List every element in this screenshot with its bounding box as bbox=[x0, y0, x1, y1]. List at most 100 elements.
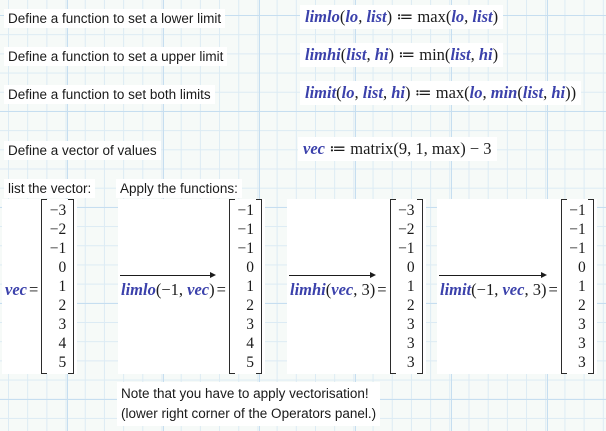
math-variable: vec bbox=[303, 139, 325, 158]
math-variable: list bbox=[366, 7, 387, 26]
text-region-note[interactable]: Note that you have to apply vectorisatio… bbox=[117, 382, 381, 426]
text-region-list-vector[interactable]: list the vector: bbox=[4, 179, 96, 198]
math-text: , bbox=[470, 45, 479, 64]
math-text: , 3) bbox=[524, 280, 547, 299]
matrix-value: 2 bbox=[578, 297, 586, 314]
math-variable: list bbox=[472, 7, 493, 26]
math-text: , bbox=[464, 7, 473, 26]
math-variable: list bbox=[362, 83, 383, 102]
matrix-value: 2 bbox=[58, 297, 67, 314]
math-text: ) bbox=[492, 7, 499, 26]
math-variable: lo bbox=[469, 83, 483, 102]
math-variable: vec bbox=[5, 280, 27, 299]
math-text: ( bbox=[325, 280, 332, 299]
matrix-value: −1 bbox=[237, 240, 254, 257]
math-text: )) bbox=[565, 83, 577, 102]
matrix-value: 3 bbox=[406, 335, 415, 352]
math-text: ( bbox=[340, 45, 347, 64]
matrix-value: −3 bbox=[49, 202, 67, 219]
matrix-value: −1 bbox=[569, 221, 586, 238]
matrix-value: 0 bbox=[246, 259, 254, 276]
matrix-value: 3 bbox=[406, 316, 415, 333]
matrix-value: 0 bbox=[406, 259, 415, 276]
matrix-value: −2 bbox=[398, 221, 415, 238]
math-region-vec-def[interactable]: vec ≔ matrix(9, 1, max) − 3 bbox=[298, 137, 497, 161]
math-text: , bbox=[366, 45, 375, 64]
matrix-value: −1 bbox=[569, 202, 586, 219]
math-region-limhi-def[interactable]: limhi(list, hi) ≔ min(list, hi) bbox=[300, 43, 504, 67]
matrix-value: 3 bbox=[406, 354, 415, 371]
math-variable: lo bbox=[341, 83, 355, 102]
math-text: , bbox=[482, 83, 491, 102]
matrix-value: 4 bbox=[58, 335, 67, 352]
math-text: , 3) bbox=[353, 280, 376, 299]
math-text: , bbox=[358, 7, 367, 26]
math-variable: lo bbox=[345, 7, 359, 26]
matrix-value: −1 bbox=[49, 240, 67, 257]
math-expression: limlo(−1, vec) bbox=[120, 271, 216, 300]
matrix-value: 5 bbox=[246, 354, 254, 371]
equals-sign: = bbox=[28, 279, 39, 299]
matrix-value: −1 bbox=[237, 202, 254, 219]
matrix-value: 2 bbox=[246, 297, 254, 314]
math-expression: limhi(vec, 3) bbox=[289, 271, 377, 300]
matrix-value: −1 bbox=[569, 240, 586, 257]
math-variable: hi bbox=[374, 45, 389, 64]
math-text: , bbox=[543, 83, 552, 102]
note-line-2: (lower right corner of the Operators pan… bbox=[121, 406, 377, 421]
math-region-limit-def[interactable]: limit(lo, list, hi) ≔ max(lo, min(list, … bbox=[300, 81, 582, 105]
math-variable: vec bbox=[502, 280, 525, 299]
math-text: ) ≔ max( bbox=[386, 7, 452, 26]
matrix-value: 3 bbox=[578, 335, 586, 352]
matrix-value: 2 bbox=[406, 297, 415, 314]
math-variable: limit bbox=[440, 280, 472, 299]
math-variable: hi bbox=[391, 83, 405, 102]
note-line-1: Note that you have to apply vectorisatio… bbox=[121, 386, 369, 401]
math-variable: hi bbox=[551, 83, 566, 102]
math-variable: limhi bbox=[290, 280, 326, 299]
matrix-value: 1 bbox=[58, 278, 67, 295]
math-text: ) ≔ min( bbox=[388, 45, 451, 64]
matrix-value: 3 bbox=[246, 316, 254, 333]
text-region-define-lower[interactable]: Define a function to set a lower limit bbox=[4, 9, 226, 28]
matrix-value: 4 bbox=[246, 335, 254, 352]
math-text: (−1, bbox=[155, 280, 188, 299]
math-text: (−1, bbox=[471, 280, 503, 299]
math-region-limlo-def[interactable]: limlo(lo, list) ≔ max(lo, list) bbox=[300, 5, 504, 29]
text-region-apply-functions[interactable]: Apply the functions: bbox=[116, 179, 242, 198]
vectorize-arrow-icon bbox=[120, 271, 216, 278]
matrix-value: −2 bbox=[49, 221, 67, 238]
text-region-define-vector[interactable]: Define a vector of values bbox=[4, 141, 161, 160]
matrix-value: −1 bbox=[237, 221, 254, 238]
math-variable: limlo bbox=[121, 280, 156, 299]
math-region-vec-eval[interactable]: vec = −3 −2 −1 0 1 2 3 4 5 bbox=[2, 199, 78, 374]
matrix-value: −1 bbox=[398, 240, 415, 257]
matrix-value: 1 bbox=[406, 278, 415, 295]
math-text: ) ≔ max( bbox=[404, 83, 470, 102]
matrix-value: 0 bbox=[58, 259, 67, 276]
equals-sign: = bbox=[548, 279, 558, 299]
math-text: , bbox=[382, 83, 392, 102]
equals-sign: = bbox=[377, 279, 387, 299]
text-region-define-both[interactable]: Define a function to set both limits bbox=[4, 85, 215, 104]
math-variable: vec bbox=[331, 280, 354, 299]
math-variable: limhi bbox=[305, 45, 341, 64]
matrix-value: 3 bbox=[58, 316, 67, 333]
vectorize-arrow-icon bbox=[289, 271, 377, 278]
math-expression: vec bbox=[5, 273, 27, 300]
text-region-define-upper[interactable]: Define a function to set a upper limit bbox=[4, 47, 228, 66]
matrix: −3 −2 −1 0 1 2 3 4 5 bbox=[41, 199, 75, 374]
math-variable: vec bbox=[187, 280, 210, 299]
math-text: ≔ matrix(9, 1, max) − 3 bbox=[324, 139, 492, 158]
matrix-value: 3 bbox=[578, 316, 586, 333]
vectorize-arrow-icon bbox=[439, 271, 548, 278]
matrix-value: 5 bbox=[58, 354, 67, 371]
math-text: ( bbox=[339, 7, 346, 26]
math-variable: list bbox=[522, 83, 544, 102]
